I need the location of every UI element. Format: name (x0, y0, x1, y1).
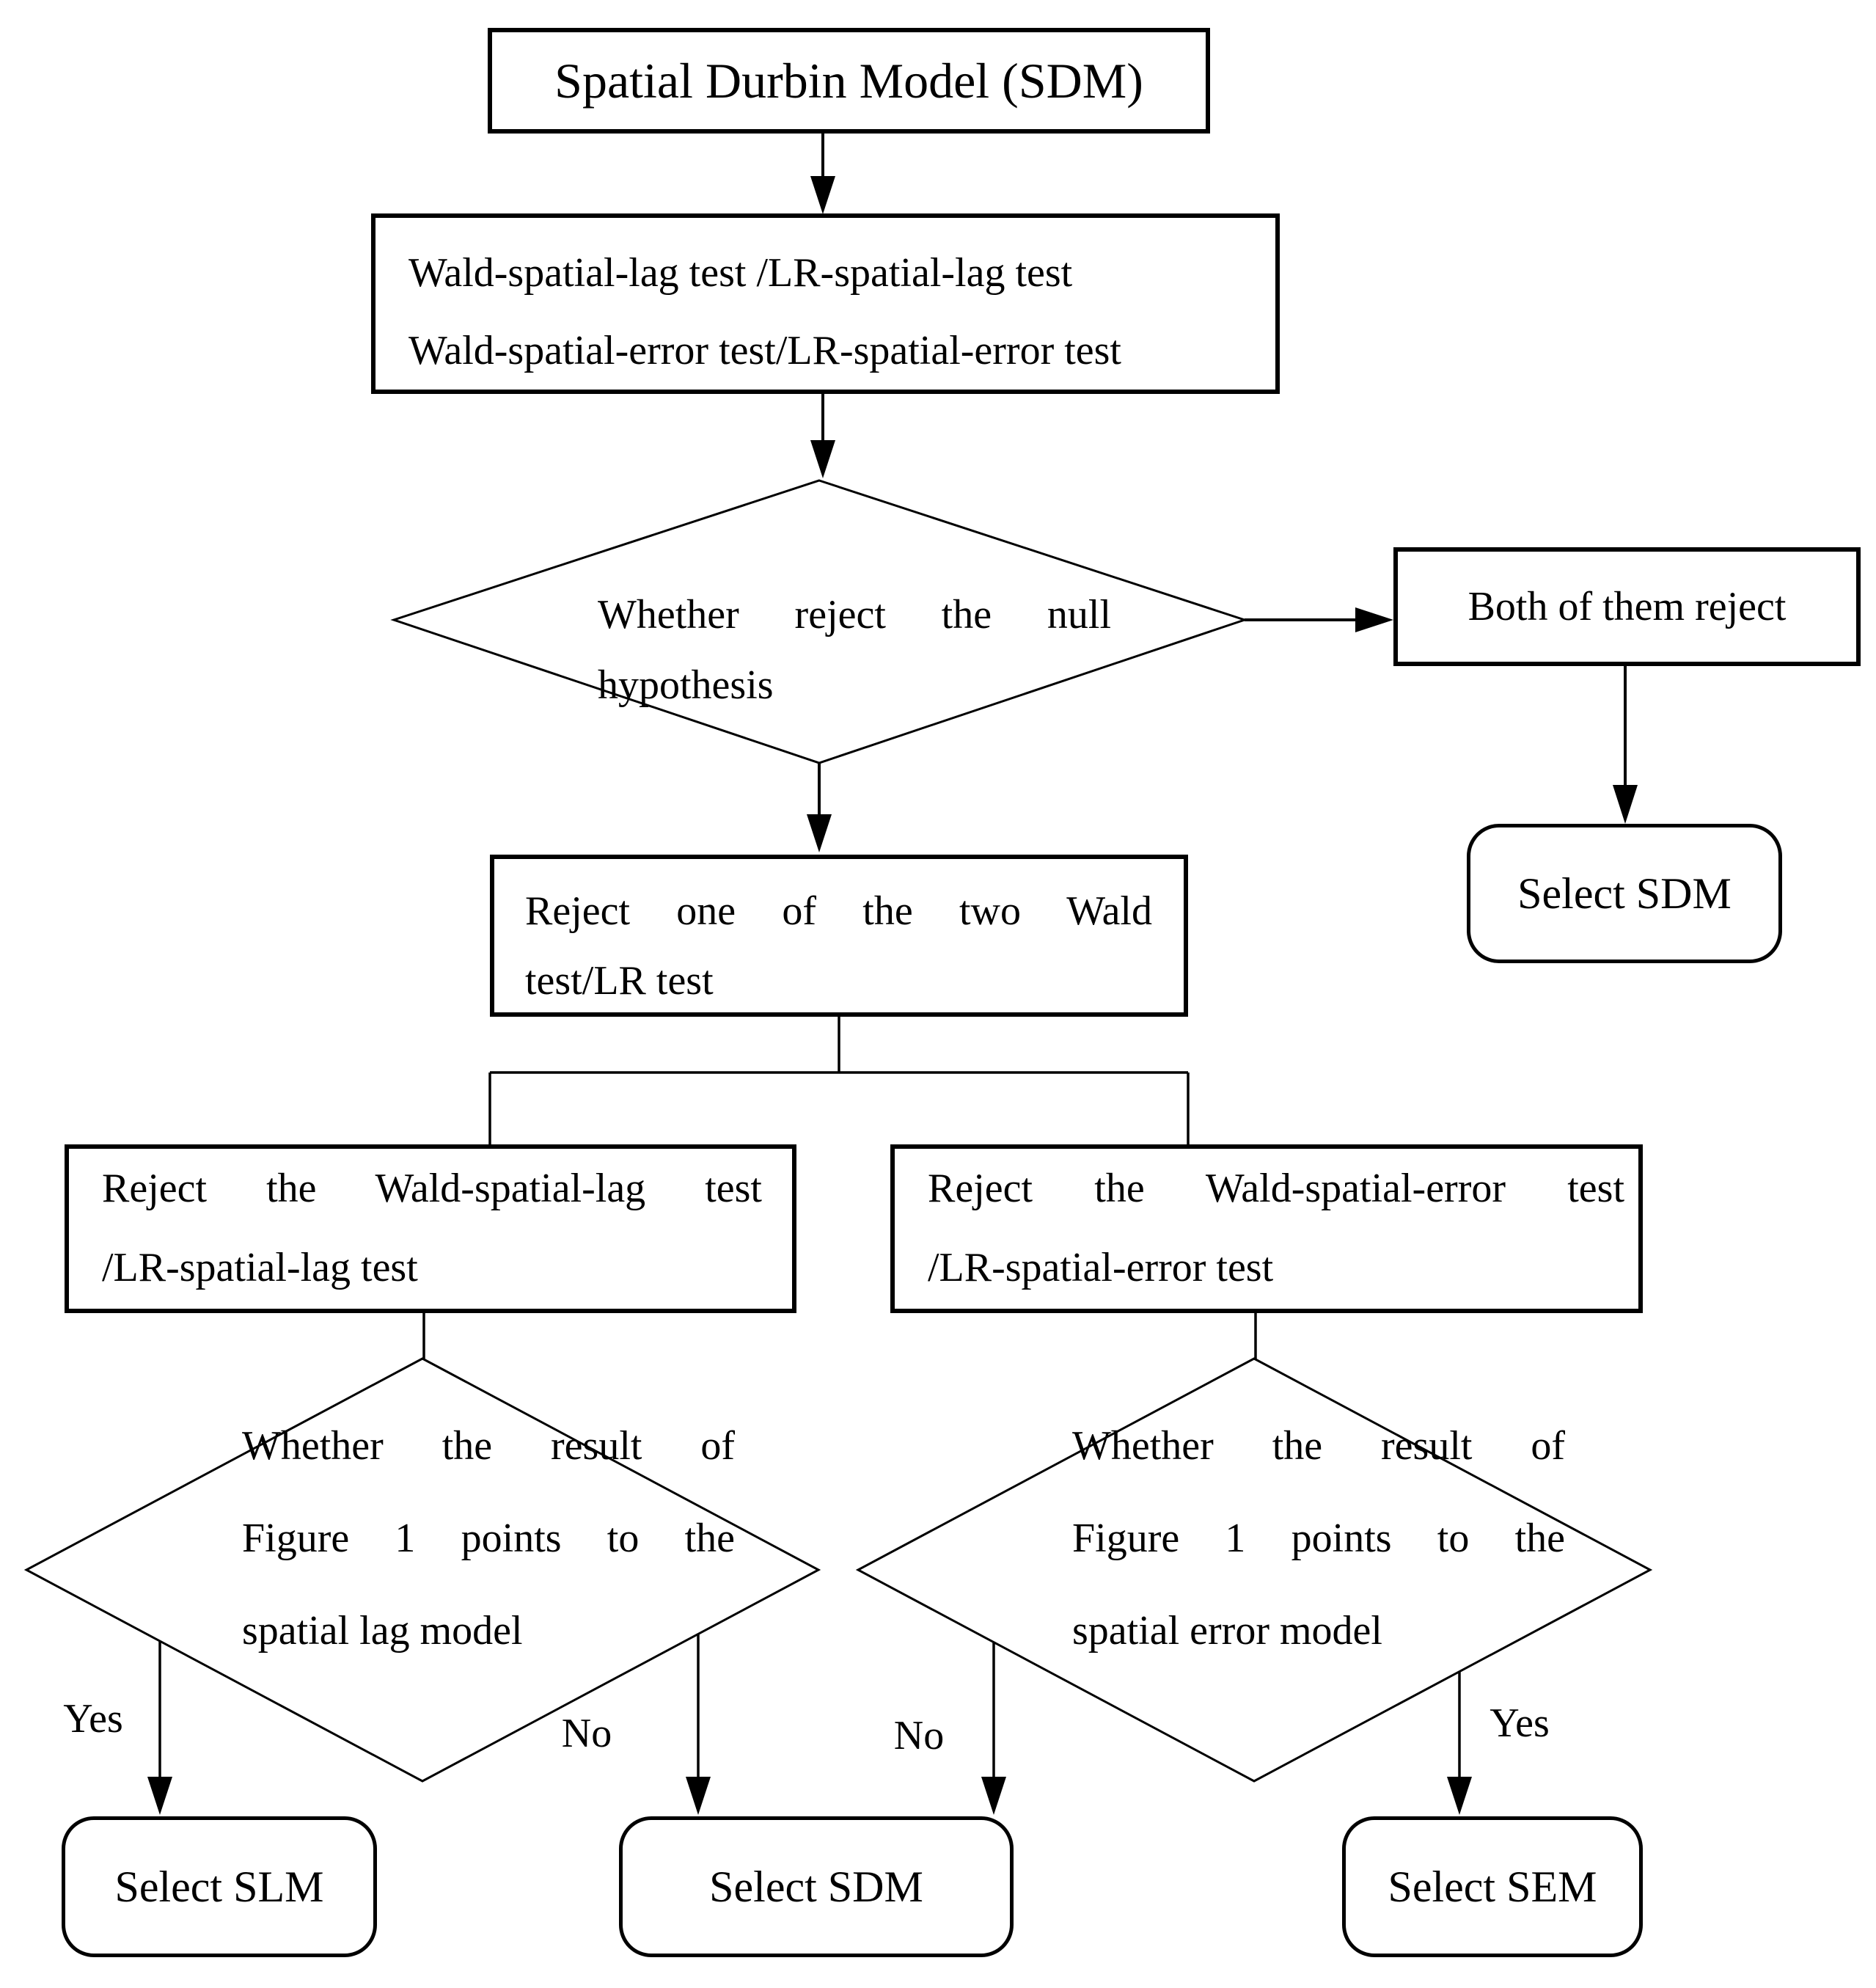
lag-decision-line-3: spatial lag model (242, 1608, 523, 1653)
select-sdm-bottom-label: Select SDM (709, 1862, 923, 1911)
node-spatial-durbin-model: Spatial Durbin Model (SDM) (488, 28, 1210, 134)
spatial-durbin-model-label: Spatial Durbin Model (SDM) (554, 52, 1143, 109)
edge-sdm-to-tests (810, 134, 835, 214)
edge-lag-no-to-select-sdm (686, 1634, 711, 1815)
error-figure1-decision-shape (855, 1357, 1653, 1783)
node-reject-wald-spatial-lag: Reject the Wald-spatial-lag test /LR-spa… (65, 1144, 796, 1313)
lag-decision-line-1: Whether the result of (242, 1423, 735, 1469)
reject-lag-line-1: Reject the Wald-spatial-lag test (102, 1166, 762, 1211)
node-reject-one-of-two: Reject one of the two Wald test/LR test (490, 855, 1188, 1017)
reject-one-line-1: Reject one of the two Wald (525, 888, 1152, 934)
reject-error-line-2: /LR-spatial-error test (928, 1245, 1274, 1290)
select-slm-label: Select SLM (114, 1862, 324, 1911)
node-error-figure1-decision: Whether the result of Figure 1 points to… (1072, 1400, 1565, 1677)
wald-lr-tests-line-1: Wald-spatial-lag test /LR-spatial-lag te… (408, 250, 1073, 296)
node-select-sdm-right: Select SDM (1467, 824, 1782, 963)
node-wald-lr-tests: Wald-spatial-lag test /LR-spatial-lag te… (371, 213, 1280, 394)
wald-lr-tests-line-2: Wald-spatial-error test/LR-spatial-error… (408, 328, 1121, 373)
null-decision-line-2: hypothesis (598, 662, 774, 708)
edge-tests-to-null-decision (810, 394, 835, 478)
error-decision-line-3: spatial error model (1072, 1608, 1382, 1653)
edge-error-no-to-select-sdm (981, 1642, 1006, 1815)
select-sem-label: Select SEM (1388, 1862, 1597, 1911)
edge-lag-yes-to-select-slm (147, 1641, 172, 1815)
node-both-of-them-reject: Both of them reject (1393, 547, 1861, 666)
null-decision-line-1: Whether reject the null (598, 592, 1111, 637)
node-select-sdm-bottom: Select SDM (619, 1816, 1014, 1957)
lag-decision-line-2: Figure 1 points to the (242, 1516, 735, 1561)
reject-error-line-1: Reject the Wald-spatial-error test (928, 1166, 1624, 1211)
edge-null-decision-to-both-reject (1245, 607, 1393, 632)
both-reject-label: Both of them reject (1468, 584, 1787, 629)
label-lag-yes: Yes (63, 1696, 123, 1742)
edge-error-yes-to-select-sem (1447, 1672, 1472, 1815)
node-lag-figure1-decision: Whether the result of Figure 1 points to… (242, 1400, 735, 1677)
node-select-slm: Select SLM (62, 1816, 377, 1957)
label-error-yes: Yes (1490, 1700, 1550, 1746)
node-select-sem: Select SEM (1342, 1816, 1643, 1957)
edge-null-decision-to-reject-one (807, 763, 832, 852)
reject-lag-line-2: /LR-spatial-lag test (102, 1245, 418, 1290)
node-null-hypothesis-decision: Whether reject the null hypothesis (598, 580, 1111, 720)
node-reject-wald-spatial-error: Reject the Wald-spatial-error test /LR-s… (890, 1144, 1643, 1313)
edge-fork-reject-one (488, 1017, 1190, 1144)
select-sdm-right-label: Select SDM (1517, 869, 1732, 918)
error-decision-line-1: Whether the result of (1072, 1423, 1565, 1469)
label-error-no: No (893, 1713, 945, 1758)
lag-figure1-decision-shape (23, 1357, 821, 1783)
reject-one-line-2: test/LR test (525, 958, 714, 1004)
edge-both-reject-to-select-sdm (1613, 666, 1638, 824)
error-decision-line-2: Figure 1 points to the (1072, 1516, 1565, 1561)
label-lag-no: No (561, 1711, 612, 1756)
